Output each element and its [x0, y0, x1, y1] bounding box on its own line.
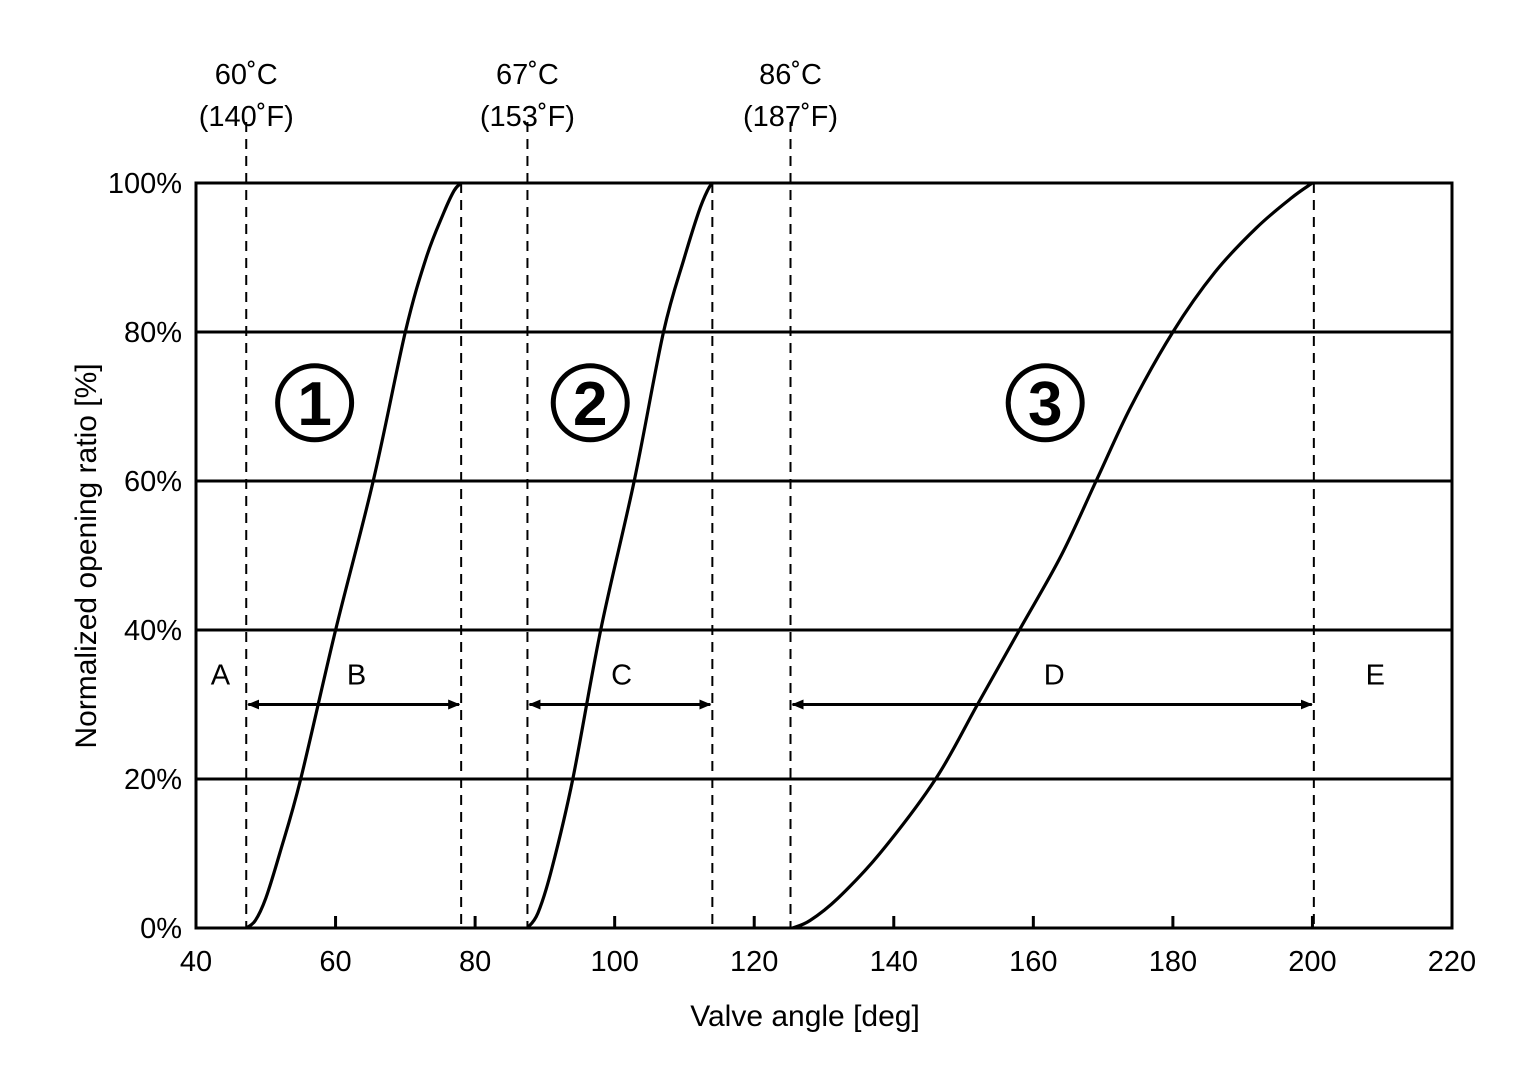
y-axis-title: Normalized opening ratio [%] [70, 363, 103, 748]
temperature-celsius-label: 60˚C [215, 59, 278, 91]
x-axis-title: Valve angle [deg] [690, 1000, 920, 1033]
x-tick-label: 40 [180, 946, 212, 978]
temperature-fahrenheit-label: (187˚F) [743, 101, 838, 133]
curve-number-label: 3 [1028, 370, 1062, 439]
vertical-markers [245, 122, 1315, 928]
zone-label-D: D [1044, 660, 1065, 692]
curve-number-label: 2 [573, 370, 607, 439]
y-tick-label: 100% [108, 168, 182, 200]
x-tick-label: 220 [1428, 946, 1476, 978]
x-tick-label: 100 [590, 946, 638, 978]
temperature-celsius-label: 86˚C [759, 59, 822, 91]
grid-lines [196, 181, 1452, 930]
zone-label-C: C [611, 660, 632, 692]
y-tick-label: 40% [124, 615, 182, 647]
y-tick-label: 60% [124, 466, 182, 498]
zone-label-B: B [347, 660, 366, 692]
temperature-fahrenheit-label: (153˚F) [480, 101, 575, 133]
series-line-3 [791, 181, 1314, 930]
zone-label-A: A [211, 660, 231, 692]
x-tick-label: 140 [870, 946, 918, 978]
series-line-1 [245, 181, 463, 930]
curve-number-circle [550, 363, 630, 443]
x-tick-label: 120 [730, 946, 778, 978]
chart-labels: 0% 20% 40% 60% 80% 100% 40 60 80 100 120 140 160 180 2… [108, 59, 1476, 978]
plot-border [194, 181, 1454, 930]
x-tick-label: 80 [459, 946, 491, 978]
y-tick-label: 80% [124, 317, 182, 349]
y-tick-label: 0% [140, 913, 182, 945]
curve-number-circle [275, 363, 355, 443]
curve-number-circle [1005, 363, 1085, 443]
x-tick-label: 60 [319, 946, 351, 978]
series-lines [245, 181, 1314, 930]
x-tick-label: 200 [1288, 946, 1336, 978]
y-tick-label: 20% [124, 764, 182, 796]
temperature-celsius-label: 67˚C [496, 59, 559, 91]
series-line-2 [526, 181, 714, 930]
plot-frame [194, 181, 1454, 930]
x-tick-label: 180 [1149, 946, 1197, 978]
curve-number-label: 1 [297, 370, 331, 439]
zone-label-E: E [1366, 660, 1385, 692]
x-tick-label: 160 [1009, 946, 1057, 978]
temperature-fahrenheit-label: (140˚F) [199, 101, 294, 133]
